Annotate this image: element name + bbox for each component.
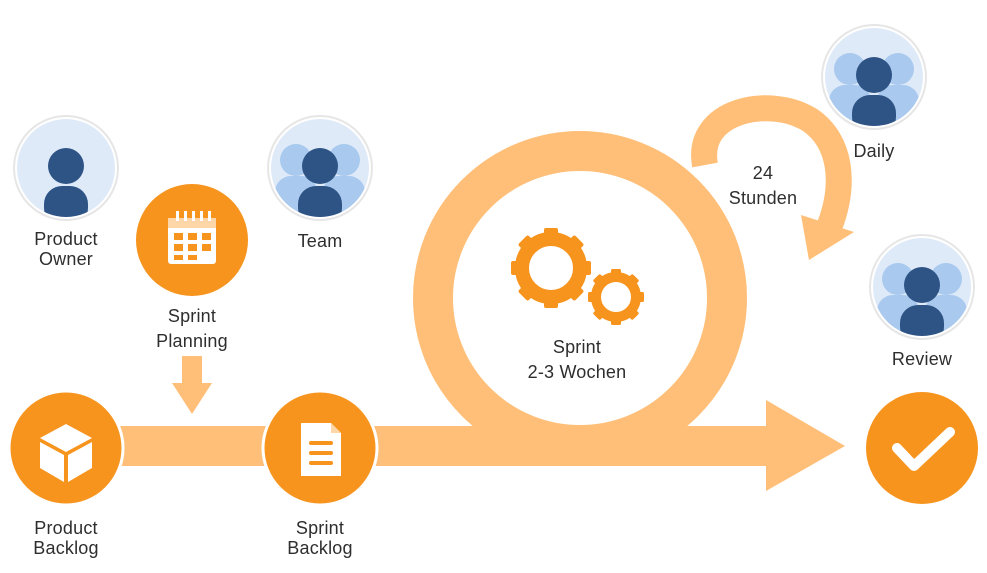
planning-down-arrow [172,356,212,414]
daily-label: Daily [824,141,924,161]
team-avatar [267,115,373,221]
checkmark-icon [892,427,955,471]
daily-label-text: Daily [853,141,895,161]
sprint-loop-label-line1: Sprint [552,337,602,357]
review-avatar [869,234,975,340]
review-label-text: Review [891,349,953,369]
calendar-icon [168,211,216,264]
sprint-backlog-label-line1: Sprint [295,518,345,538]
product-backlog-label: Product Backlog [16,518,116,558]
daily-loop-arrow [691,95,854,260]
sprint-backlog-node [261,389,379,507]
daily-loop-label: 24 Stunden [713,161,813,211]
sprint-planning-label: Sprint Planning [137,304,247,354]
daily-avatar [821,24,927,130]
people-group-icon [829,53,919,126]
sprint-planning-node [136,184,248,296]
team-label-text: Team [297,231,343,251]
sprint-loop-label-line2: 2-3 Wochen [527,362,627,382]
product-owner-label-line1: Product [34,229,98,249]
sprint-backlog-label: Sprint Backlog [270,518,370,558]
product-backlog-node [7,389,125,507]
product-backlog-label-line2: Backlog [33,538,99,558]
product-owner-label: Product Owner [16,229,116,269]
sprint-backlog-label-line2: Backlog [287,538,353,558]
box-icon [40,424,92,482]
sprint-planning-label-line2: Planning [156,331,228,351]
product-backlog-label-line1: Product [34,518,98,538]
daily-loop-label-line2: Stunden [728,188,798,208]
sprint-planning-label-line1: Sprint [167,306,217,326]
done-node [866,392,978,504]
product-owner-avatar [13,115,119,221]
document-icon [301,423,341,476]
team-label: Team [270,231,370,251]
sprint-loop-ring [413,131,747,465]
gears-icon [511,228,644,325]
product-owner-label-line2: Owner [38,249,93,269]
people-group-icon [275,144,365,217]
sprint-loop-label: Sprint 2-3 Wochen [502,335,652,385]
review-label: Review [872,349,972,369]
daily-loop-label-line1: 24 [752,163,774,183]
